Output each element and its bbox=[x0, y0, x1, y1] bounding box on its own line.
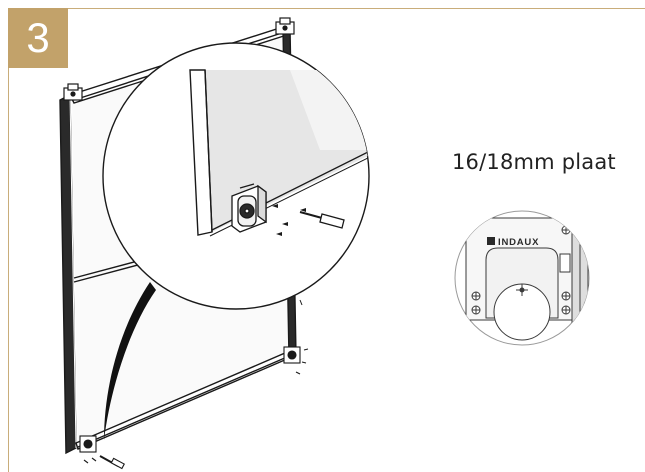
wheel-bracket-detail bbox=[231, 183, 267, 233]
frame-border-top bbox=[8, 8, 645, 9]
top-right-bracket bbox=[275, 17, 295, 35]
bottom-right-wheel-bracket bbox=[283, 346, 309, 375]
brand-logo-text: INDAUX bbox=[498, 237, 539, 248]
brand-logo-mark bbox=[487, 237, 495, 245]
screws bbox=[272, 204, 306, 236]
board-thickness-label: 16/18mm plaat bbox=[452, 150, 616, 174]
screwdriver-icon bbox=[299, 211, 345, 229]
zoom-callout-swoosh bbox=[104, 282, 156, 440]
bottom-left-wheel-bracket bbox=[79, 435, 125, 470]
top-left-bracket bbox=[63, 83, 83, 101]
step-number-badge: 3 bbox=[8, 8, 68, 68]
frame-border-left bbox=[8, 8, 9, 472]
profile-zoom-circle: INDAUX bbox=[454, 210, 590, 346]
detail-zoom-circle bbox=[102, 42, 370, 310]
